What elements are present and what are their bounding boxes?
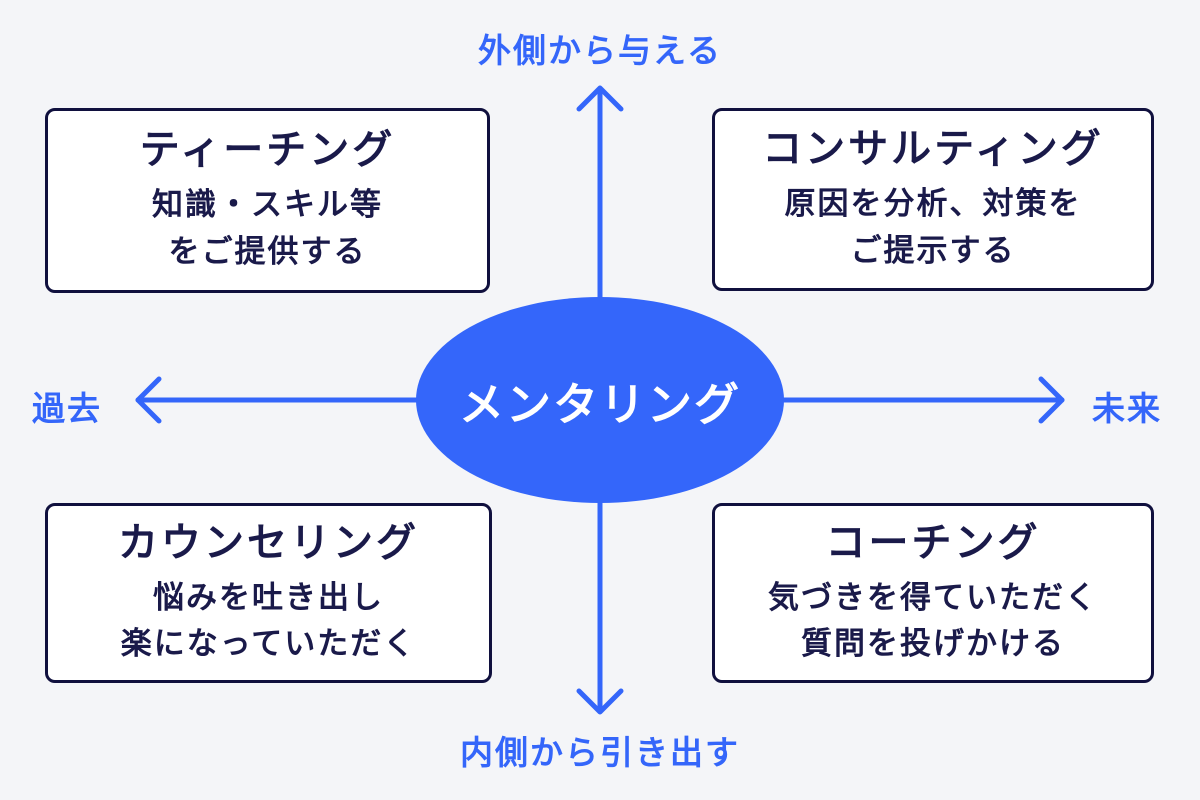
counseling-description-line2: 楽になっていただく bbox=[120, 626, 417, 661]
arrowhead-down-icon bbox=[576, 688, 624, 715]
quadrant-box-coaching: コーチング 気づきを得ていただく 質問を投げかける bbox=[712, 503, 1154, 683]
counseling-title: カウンセリング bbox=[118, 520, 419, 565]
arrowhead-left-icon bbox=[135, 376, 162, 424]
teaching-description-line2: をご提供する bbox=[168, 233, 367, 269]
teaching-title: ティーチング bbox=[139, 128, 396, 172]
quadrant-box-teaching: ティーチング 知識・スキル等 をご提供する bbox=[45, 108, 490, 293]
quadrant-box-counseling: カウンセリング 悩みを吐き出し 楽になっていただく bbox=[45, 503, 492, 683]
coaching-title: コーチング bbox=[825, 520, 1041, 565]
center-ellipse bbox=[416, 297, 784, 503]
axis-label-top: 外側から与える bbox=[477, 32, 722, 69]
axis-label-future: 未来 bbox=[1092, 390, 1162, 427]
teaching-description-line1: 知識・スキル等 bbox=[152, 187, 383, 222]
center-label-mentoring: メンタリング bbox=[458, 378, 741, 430]
coaching-description-line1: 気づきを得ていただく bbox=[768, 579, 1098, 615]
consulting-description-line1: 原因を分析、対策を bbox=[784, 186, 1082, 221]
counseling-description-line1: 悩みを吐き出し bbox=[153, 579, 384, 615]
axis-label-bottom: 内側から引き出す bbox=[460, 734, 740, 771]
arrowhead-up-icon bbox=[576, 85, 624, 112]
consulting-title: コンサルティング bbox=[762, 127, 1104, 171]
arrowhead-right-icon bbox=[1038, 376, 1065, 424]
axis-label-past: 過去 bbox=[32, 390, 102, 427]
quadrant-box-consulting: コンサルティング 原因を分析、対策を ご提示する bbox=[712, 108, 1154, 291]
consulting-description-line2: ご提示する bbox=[850, 232, 1016, 268]
coaching-description-line2: 質問を投げかける bbox=[801, 626, 1065, 661]
